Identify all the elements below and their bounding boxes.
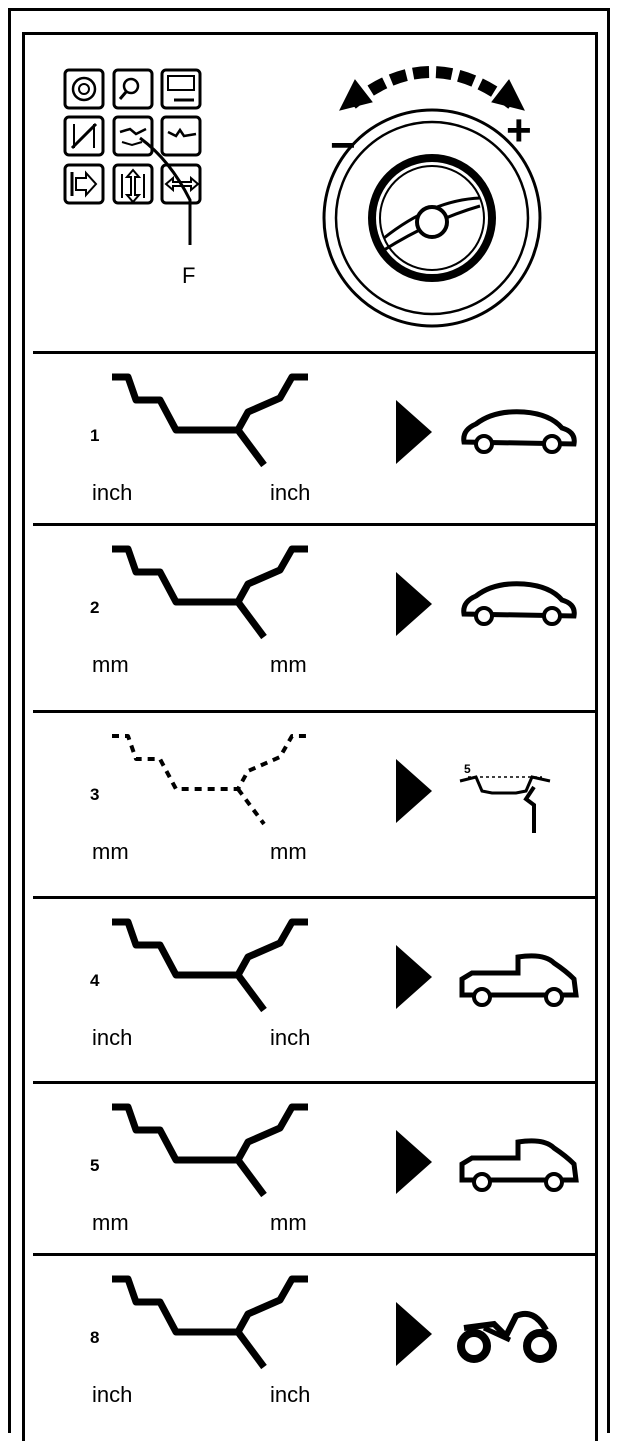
right-unit-label: mm bbox=[270, 652, 307, 677]
program-number: 3 bbox=[90, 785, 100, 804]
left-unit-label: mm bbox=[92, 839, 129, 864]
balance-icon bbox=[63, 115, 105, 157]
diagram-panel bbox=[22, 32, 598, 1441]
right-unit-label: inch bbox=[270, 1382, 311, 1407]
program-number: 4 bbox=[90, 971, 100, 990]
program-number: 5 bbox=[90, 1156, 100, 1175]
rotation-arrow-icon bbox=[339, 66, 525, 111]
program-select-icon bbox=[112, 115, 154, 157]
height-icon bbox=[112, 163, 154, 205]
pickup-truck-icon bbox=[459, 1138, 579, 1192]
divider bbox=[33, 896, 598, 899]
arrow-right-icon bbox=[396, 759, 432, 823]
divider bbox=[33, 523, 598, 526]
left-unit-label: inch bbox=[92, 480, 133, 505]
plus-sign: + bbox=[506, 106, 532, 155]
arrow-right-icon bbox=[396, 1130, 432, 1194]
right-unit-label: inch bbox=[270, 1025, 311, 1050]
zoom-icon bbox=[112, 68, 154, 110]
arrow-right-icon bbox=[396, 400, 432, 464]
pickup-truck-icon bbox=[459, 953, 579, 1007]
motorcycle-icon bbox=[457, 1310, 557, 1363]
divider bbox=[33, 710, 598, 713]
wheel-icon bbox=[63, 68, 105, 110]
wheel-diagram bbox=[322, 108, 542, 328]
callout-label: F bbox=[182, 263, 195, 288]
divider bbox=[33, 1253, 598, 1256]
arrow-right-icon bbox=[63, 163, 105, 205]
display-icon bbox=[160, 68, 202, 110]
program-number: 8 bbox=[90, 1328, 100, 1347]
right-unit-label: mm bbox=[270, 1210, 307, 1235]
right-unit-label: mm bbox=[270, 839, 307, 864]
arrow-right-icon bbox=[396, 572, 432, 636]
divider bbox=[33, 351, 598, 354]
program-number: 1 bbox=[90, 426, 100, 445]
left-unit-label: inch bbox=[92, 1025, 133, 1050]
weight-icon bbox=[160, 115, 202, 157]
car-icon bbox=[461, 581, 577, 626]
callout-line bbox=[139, 136, 192, 245]
divider bbox=[33, 1081, 598, 1084]
control-panel-diagram: F − + bbox=[63, 66, 542, 328]
program-number: 2 bbox=[90, 598, 100, 617]
rim-profile-icon: 5 bbox=[459, 762, 551, 833]
right-unit-label: inch bbox=[270, 480, 311, 505]
arrow-right-icon bbox=[396, 1302, 432, 1366]
car-icon bbox=[461, 409, 577, 454]
svg-text:5: 5 bbox=[464, 762, 471, 776]
left-unit-label: mm bbox=[92, 1210, 129, 1235]
outer-frame bbox=[8, 8, 610, 1433]
arrow-right-icon bbox=[396, 945, 432, 1009]
left-unit-label: inch bbox=[92, 1382, 133, 1407]
button-grid bbox=[63, 68, 202, 205]
left-unit-label: mm bbox=[92, 652, 129, 677]
